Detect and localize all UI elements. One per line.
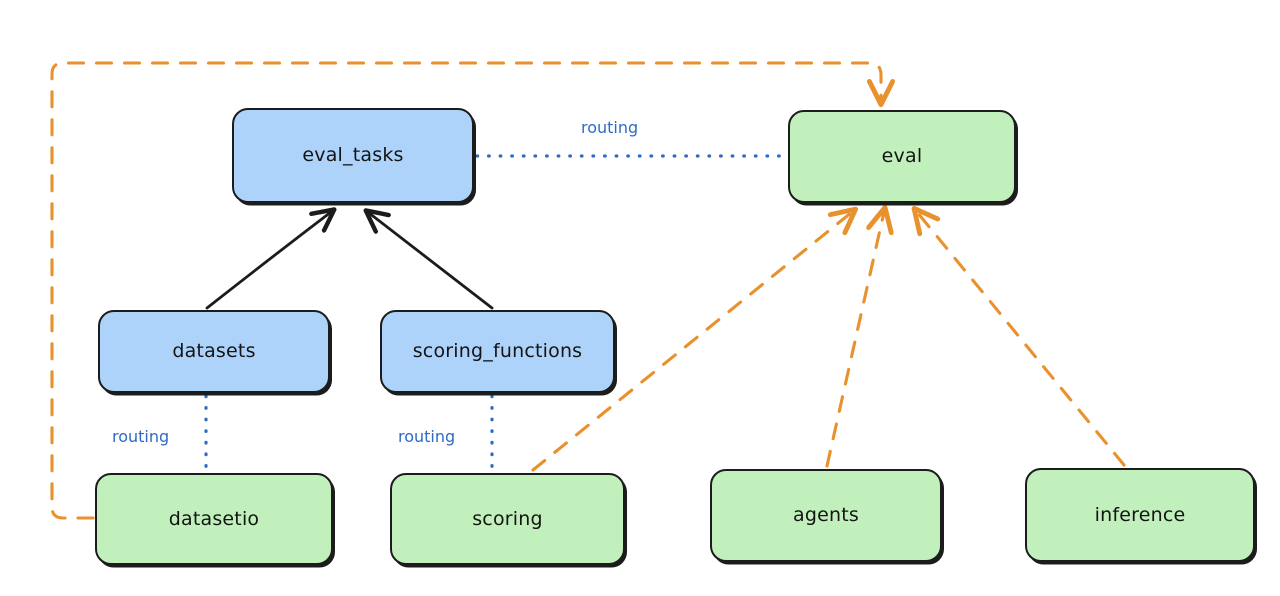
node-label-scoring: scoring (472, 507, 543, 530)
edge-label-routing-eval-tasks: routing (581, 118, 639, 137)
node-label-scoring_functions: scoring_functions (412, 340, 583, 363)
node-agents[interactable]: agents (710, 469, 942, 562)
node-eval[interactable]: eval (788, 110, 1016, 203)
edge-scoring-functions-to-eval-tasks (369, 213, 494, 310)
node-label-eval: eval (881, 145, 923, 168)
edge-scoring-to-eval (531, 212, 852, 472)
edge-label-routing-datasets: routing (112, 427, 170, 446)
node-scoring_functions[interactable]: scoring_functions (380, 310, 615, 393)
edge-datasetio-to-eval (50, 61, 881, 520)
edge-agents-to-eval (825, 212, 884, 468)
edge-label-routing-scoring-functions: routing (398, 427, 456, 446)
node-datasetio[interactable]: datasetio (95, 473, 333, 565)
node-label-datasetio: datasetio (168, 507, 260, 530)
node-scoring[interactable]: scoring (390, 473, 625, 565)
edge-datasets-to-eval-tasks (205, 212, 331, 310)
edge-inference-to-eval (917, 212, 1126, 467)
node-eval_tasks[interactable]: eval_tasks (232, 108, 474, 203)
node-label-datasets: datasets (172, 340, 256, 363)
node-label-eval_tasks: eval_tasks (302, 144, 404, 167)
node-inference[interactable]: inference (1025, 468, 1255, 562)
node-label-agents: agents (793, 504, 859, 527)
node-label-inference: inference (1094, 503, 1186, 526)
node-datasets[interactable]: datasets (98, 310, 330, 393)
